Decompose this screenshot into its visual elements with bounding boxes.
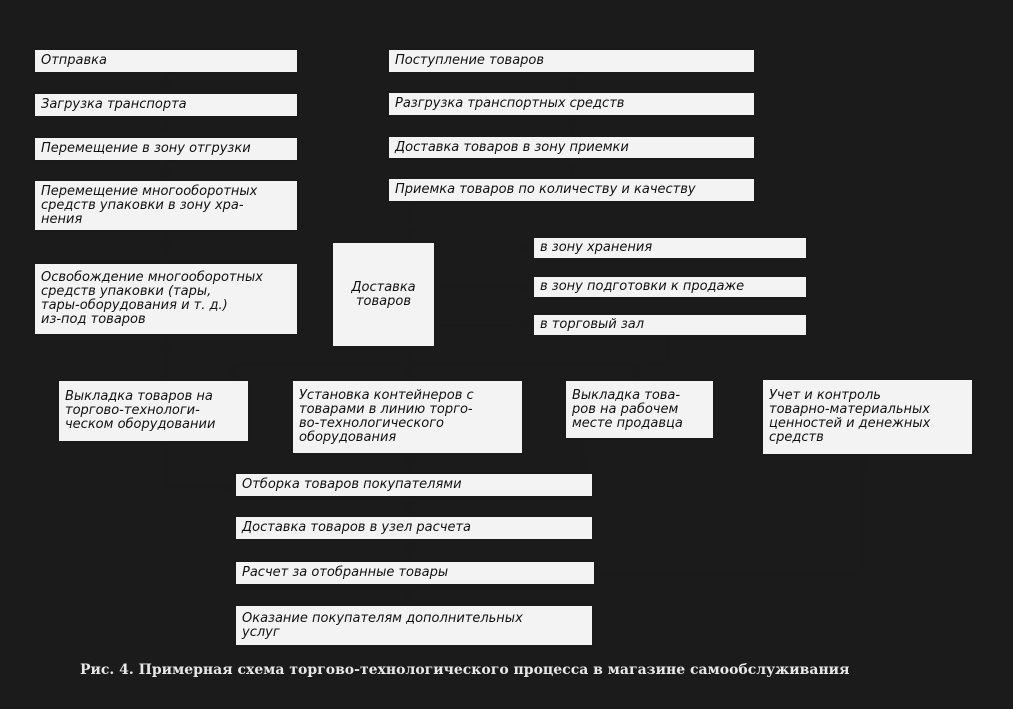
box-dostavka-uzel: Доставка товаров в узел расчета — [234, 515, 594, 541]
box-dostavka-uzel-label: Доставка товаров в узел расчета — [242, 520, 471, 535]
box-raschet: Расчет за отобранные товары — [234, 560, 596, 586]
box-v-torgovyi-zal: в торговый зал — [532, 313, 808, 337]
box-v-zonu-khraneniya-label: в зону хранения — [540, 240, 653, 255]
box-otborka: Отборка товаров покупателями — [234, 472, 594, 498]
box-v-zonu-podgotovki-label: в зону подготовки к продаже — [540, 279, 745, 294]
box-dostavka-tovarov: Доставка товаров — [331, 241, 436, 348]
box-dostavka-priemka: Доставка товаров в зону приемки — [387, 135, 756, 160]
box-priemka: Приемка товаров по количеству и качеству — [387, 177, 756, 203]
box-okazanie: Оказание покупателям дополнительных услу… — [234, 604, 594, 647]
box-razgruzka-label: Разгрузка транспортных средств — [395, 96, 625, 111]
box-peremeshchenie-otgruzka: Перемещение в зону отгрузки — [33, 136, 299, 162]
box-razgruzka: Разгрузка транспортных средств — [387, 91, 756, 117]
figure-caption: Рис. 4. Примерная схема торгово-технолог… — [80, 662, 850, 678]
box-vykladka-oborud-label: Выкладка товаров на торгово-технологи- ч… — [65, 389, 216, 432]
box-uchet-label: Учет и контроль товарно-материальных цен… — [769, 388, 931, 445]
box-vykladka-rabochem-label: Выкладка това- ров на рабочем месте прод… — [572, 387, 683, 431]
box-v-zonu-khraneniya: в зону хранения — [532, 236, 808, 260]
box-peremeshchenie-mnogooborot-label: Перемещение многооборотных средств упако… — [41, 183, 258, 227]
box-raschet-label: Расчет за отобранные товары — [242, 565, 449, 580]
box-peremeshchenie-mnogooborot: Перемещение многооборотных средств упако… — [33, 179, 299, 232]
box-v-zonu-podgotovki: в зону подготовки к продаже — [532, 275, 808, 299]
box-zagruzka-label: Загрузка транспорта — [41, 97, 187, 112]
box-zagruzka-transporta: Загрузка транспорта — [33, 92, 299, 118]
box-vykladka-oborud: Выкладка товаров на торгово-технологи- ч… — [57, 379, 250, 443]
box-osvobozhdenie-label: Освобождение многооборотных средств упак… — [41, 270, 263, 327]
box-ustanovka-label: Установка контейнеров с товарами в линию… — [299, 388, 474, 445]
box-peremeshchenie-otgruzka-label: Перемещение в зону отгрузки — [41, 141, 251, 156]
arrow-raschet-to-uchet — [596, 454, 869, 575]
box-osvobozhdenie: Освобождение многооборотных средств упак… — [33, 262, 299, 336]
box-otpravka: Отправка — [33, 48, 299, 74]
box-otborka-label: Отборка товаров покупателями — [242, 477, 462, 492]
arrow-vykladka-to-otborka — [165, 443, 236, 493]
box-uchet: Учет и контроль товарно-материальных цен… — [761, 378, 974, 456]
box-dostavka-tovarov-label: Доставка товаров — [351, 279, 416, 309]
line-torgovyi-zal-to-bus — [234, 337, 668, 365]
box-ustanovka: Установка контейнеров с товарами в линию… — [291, 379, 524, 455]
box-okazanie-label: Оказание покупателям дополнительных услу… — [242, 610, 523, 640]
box-vykladka-rabochem: Выкладка това- ров на рабочем месте прод… — [564, 379, 715, 440]
box-dostavka-priemka-label: Доставка товаров в зону приемки — [395, 139, 629, 155]
box-postuplenie: Поступление товаров — [387, 48, 756, 74]
box-postuplenie-label: Поступление товаров — [395, 53, 545, 68]
box-v-torgovyi-zal-label: в торговый зал — [540, 317, 645, 332]
box-otpravka-label: Отправка — [41, 53, 108, 68]
box-priemka-label: Приемка товаров по количеству и качеству — [395, 182, 696, 197]
